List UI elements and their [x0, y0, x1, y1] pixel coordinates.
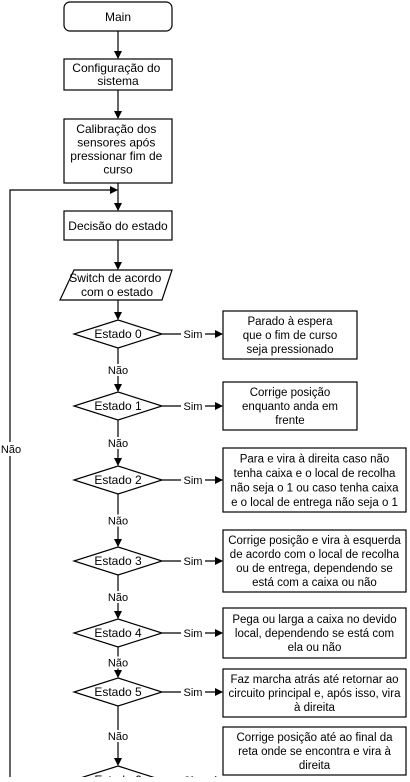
yes-label-bg: [181, 474, 205, 486]
edge-yes-label: Sim: [184, 329, 203, 341]
no-label-bg: [107, 656, 129, 669]
edge-yes-label: Sim: [184, 475, 203, 487]
edge-no-label: Não: [108, 731, 128, 743]
edge-yes-label: Sim: [184, 628, 203, 640]
edge-no-label: Não: [108, 592, 128, 604]
yes-label-bg: [181, 555, 205, 567]
edge-yes-label: Sim: [184, 687, 203, 699]
state-1-label: Estado 1: [94, 399, 142, 413]
config-label: Configuração do sistema: [72, 61, 163, 88]
edge-no-label: Não: [108, 365, 128, 377]
yes-label-bg: [181, 627, 205, 639]
yes-label-bg: [181, 328, 205, 340]
state-5-action-box: [222, 668, 407, 718]
edge-no-label: Não: [108, 438, 128, 450]
switch-node: [59, 269, 173, 301]
state-6-action-box: [222, 726, 407, 776]
state-4-action-box: [222, 607, 407, 659]
decision-label: Decisão do estado: [68, 219, 168, 233]
loop-label-bg: [0, 442, 22, 456]
yes-label-bg: [181, 400, 205, 412]
no-label-bg: [107, 730, 129, 742]
no-label-bg: [107, 364, 129, 376]
main-label: Main: [105, 10, 131, 24]
state-3-action-box: [222, 529, 407, 593]
calibration-label: Calibração dos sensores após pressionar …: [70, 122, 165, 177]
edge-yes-label: Sim: [184, 556, 203, 568]
state-2-label: Estado 2: [94, 473, 142, 487]
state-2-action-box: [222, 447, 407, 513]
no-label-bg: [107, 437, 129, 449]
edge-yes-label: Sim: [184, 401, 203, 413]
state-6-label: Estado 6: [94, 773, 142, 777]
calibration-node: [63, 118, 173, 184]
state-0-label: Estado 0: [94, 327, 142, 341]
loop-no-label: Não: [1, 444, 21, 456]
edge-no-label: Não: [108, 658, 128, 670]
state-3-label: Estado 3: [94, 554, 142, 568]
no-label-bg: [107, 591, 129, 603]
no-label-bg: [107, 514, 129, 527]
state-4-label: Estado 4: [94, 626, 142, 640]
switch-label: Switch de acordo com o estado: [69, 271, 164, 299]
state-1-action-box: [222, 381, 358, 431]
config-node: [63, 58, 173, 91]
state-0-action-box: [222, 310, 358, 360]
yes-label-bg: [181, 686, 205, 698]
edge-no-label: Não: [108, 516, 128, 528]
state-5-label: Estado 5: [94, 685, 142, 699]
